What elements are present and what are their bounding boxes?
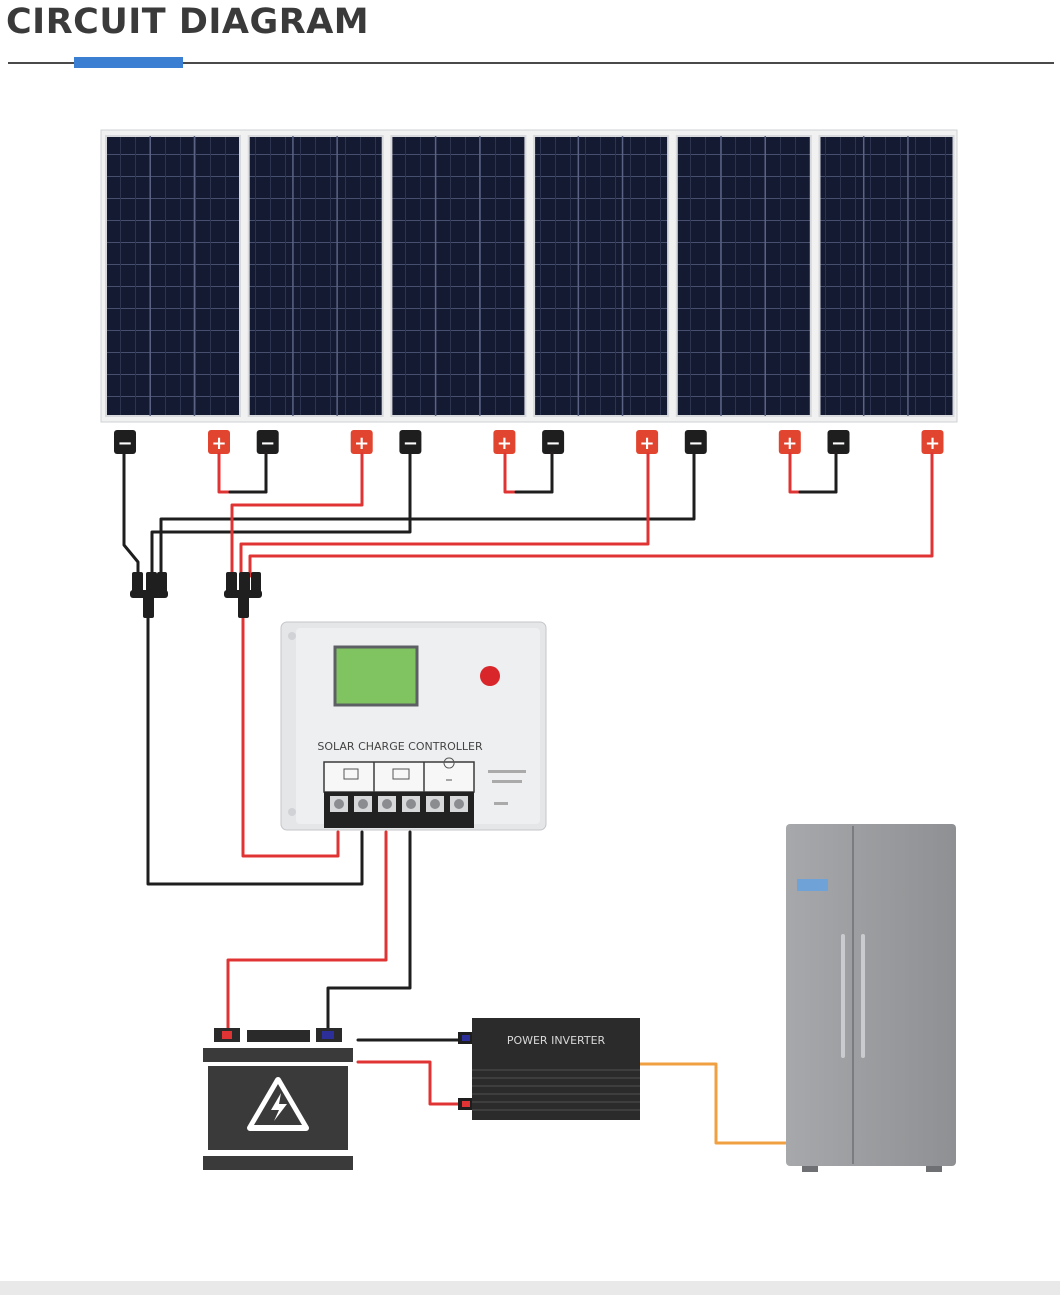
solar-array-frame	[100, 129, 958, 423]
solar-panel	[106, 136, 240, 416]
footer-band	[0, 1281, 1060, 1295]
negative-terminal-icon: −	[684, 430, 707, 454]
negative-wire	[150, 452, 412, 578]
fridge-handle	[841, 934, 845, 1058]
refrigerator-icon	[786, 824, 956, 1172]
solar-panel	[534, 136, 669, 416]
lcd-screen	[333, 645, 419, 707]
positive-terminal-icon: +	[493, 430, 516, 454]
high-voltage-icon	[247, 1077, 309, 1131]
inverter-label: POWER INVERTER	[507, 1034, 606, 1047]
solar-panel	[391, 136, 526, 416]
title-accent-bar	[74, 57, 183, 68]
jumper-wire	[503, 452, 554, 494]
svg-text:+: +	[211, 433, 226, 454]
solar-panel	[248, 136, 383, 416]
solar-icon	[343, 768, 359, 780]
jumper-black	[798, 452, 838, 494]
positive-wire	[230, 452, 364, 578]
inverter-positive-lead	[356, 1060, 460, 1106]
mc4-branch-connector-icon	[224, 572, 262, 618]
circuit-diagram: − + − + − + − + − + − +	[100, 129, 958, 1172]
terminal-screws	[330, 796, 468, 812]
positive-terminal-icon: +	[778, 430, 801, 454]
svg-text:+: +	[497, 433, 512, 454]
svg-text:−: −	[688, 433, 703, 454]
positive-terminal-icon: +	[208, 430, 230, 454]
svg-text:−: −	[546, 433, 561, 454]
svg-text:+: +	[782, 433, 797, 454]
negative-terminal-icon: −	[114, 430, 136, 454]
negative-terminal-icon: −	[542, 430, 565, 454]
battery-small-icon	[392, 768, 410, 780]
svg-text:+: +	[640, 433, 655, 454]
battery-positive-lead	[226, 830, 388, 1032]
solar-panel	[819, 136, 954, 416]
positive-terminal-icon: +	[350, 430, 373, 454]
jumper-wire	[217, 452, 268, 494]
negative-wire	[122, 452, 140, 578]
battery-negative-lead	[326, 830, 412, 1032]
controller-label: SOLAR CHARGE CONTROLLER	[317, 740, 483, 753]
panel-terminals: − + − + − + − + − + − +	[114, 430, 944, 454]
lightbulb-icon	[443, 757, 455, 781]
svg-text:−: −	[260, 433, 275, 454]
page-title: CIRCUIT DIAGRAM	[6, 2, 370, 42]
negative-terminal-icon: −	[256, 430, 279, 454]
indicator-led	[480, 666, 500, 686]
svg-text:+: +	[925, 433, 940, 454]
solar-panel	[676, 136, 811, 416]
positive-terminal-icon: +	[636, 430, 659, 454]
charge-controller-icon: SOLAR CHARGE CONTROLLER	[280, 621, 547, 831]
array-negative-lead	[146, 610, 364, 886]
inverter-icon: POWER INVERTER	[458, 1018, 640, 1120]
jumper-black	[228, 452, 268, 494]
array-positive-lead	[241, 610, 340, 858]
positive-terminal-icon: +	[921, 430, 944, 454]
jumper-black	[514, 452, 554, 494]
wiring	[122, 452, 934, 1145]
ac-output-wire	[638, 1062, 792, 1145]
svg-text:−: −	[403, 433, 418, 454]
negative-terminal-icon: −	[827, 430, 850, 454]
svg-text:−: −	[831, 433, 846, 454]
fridge-display	[797, 879, 828, 891]
battery-icon	[203, 1028, 353, 1170]
svg-text:+: +	[354, 433, 369, 454]
negative-terminal-icon: −	[399, 430, 422, 454]
mc4-branch-connector-icon	[130, 572, 168, 618]
positive-wire	[239, 452, 650, 578]
fridge-handle	[861, 934, 865, 1058]
jumper-wire	[788, 452, 838, 494]
solar-panel-icon	[105, 135, 955, 417]
title-divider	[8, 62, 1054, 64]
negative-wire	[159, 452, 696, 578]
positive-wire	[248, 452, 934, 578]
svg-text:−: −	[117, 433, 132, 454]
